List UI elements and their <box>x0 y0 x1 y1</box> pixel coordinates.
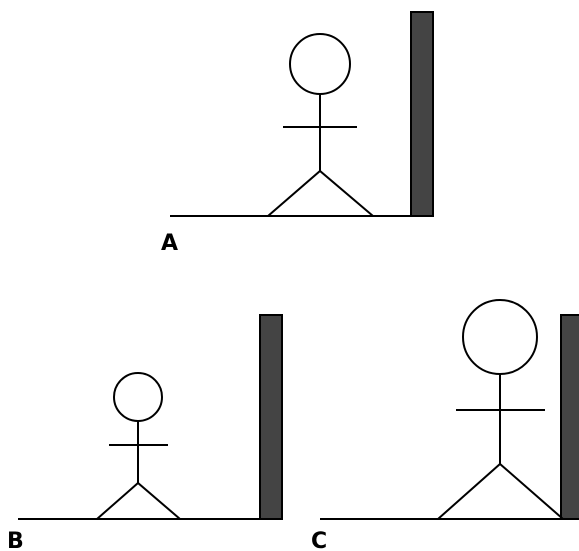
panel-a: A <box>161 11 434 256</box>
head <box>289 33 351 95</box>
panel-c: C <box>311 299 579 551</box>
panel-label-b: B <box>7 529 24 551</box>
panel-b: B <box>7 314 283 551</box>
legs <box>437 462 564 520</box>
stick-figure <box>437 299 564 520</box>
legs <box>96 481 181 520</box>
wall <box>410 11 434 217</box>
panel-label-a: A <box>161 231 178 256</box>
stick-figure <box>267 33 374 217</box>
head <box>462 299 538 375</box>
legs <box>267 169 374 217</box>
wall <box>259 314 283 520</box>
wall <box>560 314 579 520</box>
stick-figure <box>96 372 181 520</box>
head <box>113 372 163 422</box>
panel-label-c: C <box>311 529 327 551</box>
